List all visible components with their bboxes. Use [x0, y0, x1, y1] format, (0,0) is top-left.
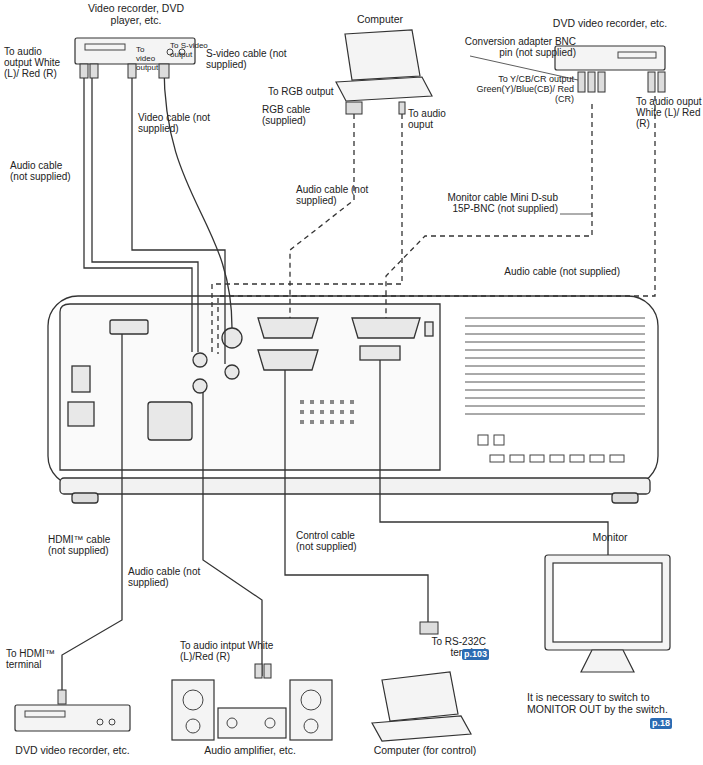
device-label: Audio amplifier, etc.: [160, 745, 340, 757]
ac-inlet: [148, 402, 192, 440]
device-label: Monitor: [545, 532, 675, 544]
device-label: Computer: [330, 14, 430, 26]
cable-label: Control cable (not supplied): [296, 530, 374, 552]
projector-foot: [612, 493, 638, 503]
rear-panel: [60, 304, 440, 470]
monitor-stand: [581, 650, 634, 672]
device-label: DVD video recorder, etc.: [5, 745, 140, 757]
monitor-cable: [386, 104, 592, 318]
cable-label: To RGB output: [268, 86, 344, 97]
cable-label: To audio ouput: [408, 108, 454, 130]
dvd-recorder-drawing: [15, 705, 130, 731]
cable-label: To audio ouput White (L)/ Red (R): [636, 96, 702, 130]
device-label: Computer (for control): [355, 745, 495, 757]
cable-label: Video cable (not supplied): [138, 112, 218, 134]
audio-cable: [84, 66, 192, 352]
laptop-base: [372, 716, 471, 741]
cable-label: To video output: [136, 46, 160, 73]
cable-label: Conversion adapter BNC pin (not supplied…: [452, 36, 576, 58]
rs232-port: [258, 350, 318, 370]
projector-foot: [72, 493, 98, 503]
audio-jack: [193, 379, 207, 393]
audio-cable: [212, 114, 402, 354]
vga-port: [258, 318, 318, 338]
monitor-cable: [380, 360, 608, 555]
projector-base: [60, 478, 650, 494]
cable-label: Monitor cable Mini D-sub 15P-BNC (not su…: [440, 192, 558, 214]
cable-label: To audio intput White (L)/Red (R): [180, 640, 300, 662]
audio-out-cable: [203, 392, 262, 676]
audio-cable: [218, 96, 655, 354]
cable-label: To HDMI™ terminal: [6, 648, 64, 670]
page-ref-badge: p.18: [650, 718, 672, 729]
cable-label: RGB cable (supplied): [262, 104, 328, 126]
lan-port: [68, 402, 94, 426]
control-cable: [285, 370, 428, 622]
laptop-screen: [382, 672, 458, 721]
cable-label: To S-video output: [170, 42, 210, 60]
device-node: DVD video recorder, etc.: [5, 700, 140, 762]
hdmi-port: [110, 320, 148, 334]
hdmi-cable: [62, 334, 122, 703]
monitor-out-port: [360, 346, 400, 360]
cable-label: Audio cable (not supplied): [296, 184, 396, 206]
device-node: Monitor It is necessary to switch to MONI…: [525, 532, 697, 732]
cable-label: HDMI™ cable (not supplied): [48, 534, 120, 556]
cable-label: To audio output White (L)/ Red (R): [4, 46, 70, 80]
laptop-base: [336, 77, 432, 101]
cable-label: Audio cable (not supplied): [470, 266, 620, 277]
projector-body: [48, 296, 658, 486]
cable-label: Audio cable (not supplied): [128, 566, 202, 588]
video-jack: [225, 365, 239, 379]
device-node: Computer: [330, 14, 430, 104]
monitor-screen: [553, 563, 662, 642]
laptop-screen: [345, 30, 420, 80]
audio-jack: [193, 353, 207, 367]
vga-port: [352, 318, 420, 338]
speaker-drawing: [172, 680, 214, 740]
device-label: DVD video recorder, etc.: [530, 18, 690, 30]
device-node: Audio amplifier, etc.: [160, 666, 340, 762]
video-cable: [132, 66, 225, 364]
speaker-drawing: [290, 680, 332, 740]
amplifier-drawing: [218, 708, 286, 738]
device-node: Computer (for control): [355, 664, 495, 762]
device-label: It is necessary to switch to MONITOR OUT…: [527, 692, 692, 716]
s-video-cable: [164, 66, 232, 328]
rgb-cable: [290, 114, 354, 318]
cable-label: To Y/CB/CR output Green(Y)/Blue(CB)/ Red…: [470, 74, 574, 104]
monitor-drawing: [545, 555, 670, 650]
usb-port: [72, 366, 90, 392]
page-ref-badge: p.103: [462, 649, 489, 660]
device-label: Video recorder, DVD player, etc.: [72, 3, 200, 27]
switch: [425, 322, 433, 336]
cable-label: Audio cable (not supplied): [10, 160, 82, 182]
cable-label: S-video cable (not supplied): [206, 48, 316, 70]
